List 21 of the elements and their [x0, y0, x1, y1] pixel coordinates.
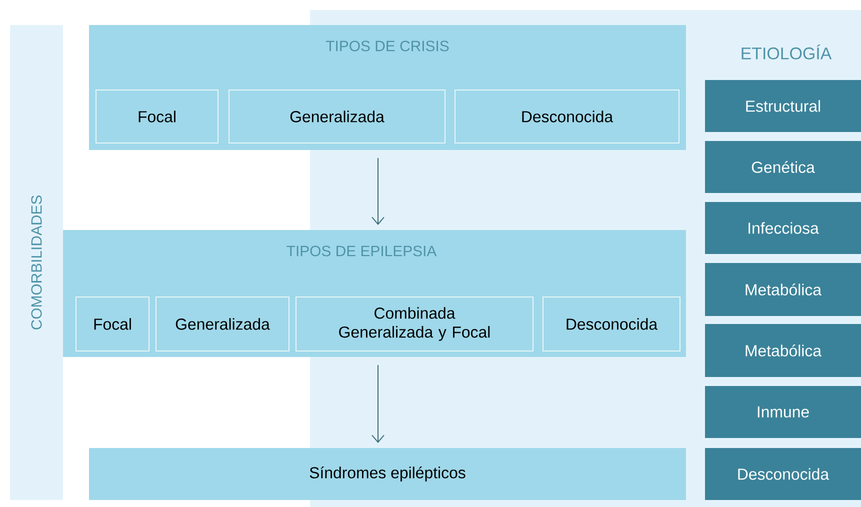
- arrow: [372, 364, 384, 443]
- category-box: Combinada Generalizada y Focal: [296, 296, 534, 352]
- category-box: Generalizada: [228, 89, 446, 144]
- category-box: Desconocida: [454, 89, 680, 144]
- category-box: Focal: [76, 296, 150, 352]
- etiology-box: Inmune: [705, 386, 861, 438]
- category-box: Desconocida: [542, 296, 680, 352]
- etiology-box: Infecciosa: [705, 202, 861, 254]
- etiology-box: Metabólica: [705, 262, 861, 316]
- etiology-box: Genética: [705, 140, 861, 193]
- category-box: Focal: [96, 89, 218, 144]
- etiology-box: Metabólica: [705, 324, 861, 377]
- category-box: Generalizada: [156, 296, 290, 352]
- side-band: COMORBILIDADES: [10, 25, 63, 500]
- panel-heading: TIPOS DE EPILEPSIA: [286, 246, 437, 256]
- arrow: [372, 158, 384, 225]
- syndrome-box: Síndromes epilépticos: [89, 448, 686, 500]
- etiology-box: Estructural: [705, 80, 861, 132]
- etiology-box: Desconocida: [705, 448, 861, 500]
- panel-heading: TIPOS DE CRISIS: [326, 40, 449, 52]
- column-heading: ETIOLOGÍA: [742, 44, 832, 60]
